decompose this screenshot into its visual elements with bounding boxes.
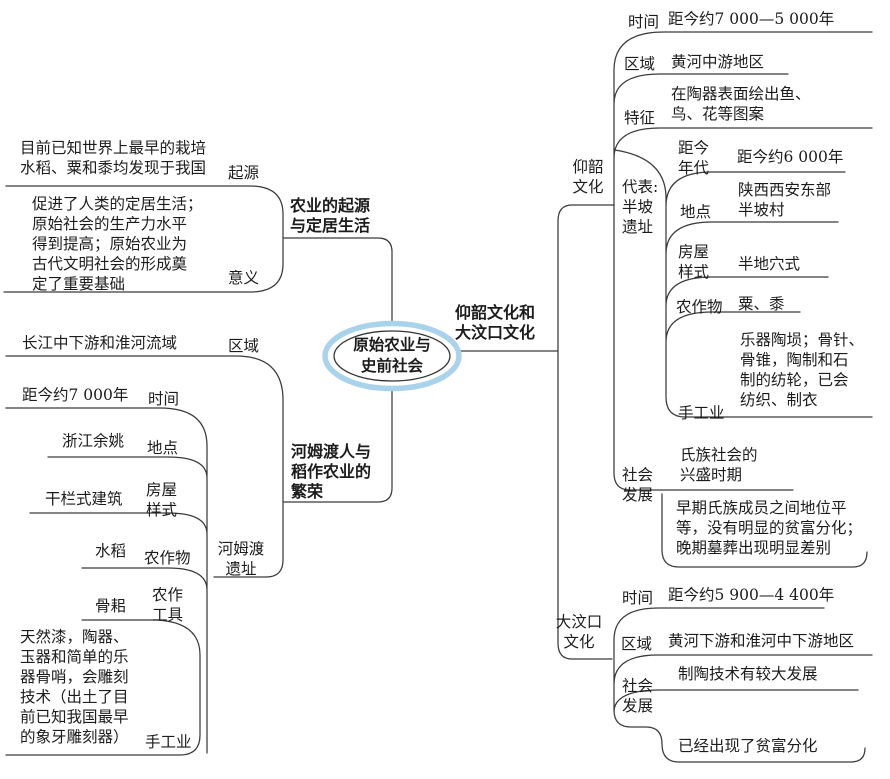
hemudu-branch-title: 河姆渡人与 稻作农业的 繁荣 [291,442,372,501]
banpo-house-label: 房屋 样式 [678,243,710,281]
yangshao-society-bracket [661,493,868,568]
meaning-label: 意义 [228,269,260,287]
banpo-age-label: 距今 年代 [678,139,710,177]
dawenkou-society-text2: 已经出现了贫富分化 [678,737,818,755]
banpo-age-text: 距今约6 000年 [737,148,844,166]
hemudu-house-label: 房屋 样式 [146,481,178,519]
yangshao-time-label: 时间 [628,13,660,31]
dawenkou-spine [613,607,873,763]
hemudu-tool-text: 骨耜 [95,597,127,615]
banpo-house-text: 半地穴式 [738,255,801,273]
hemudu-region-label: 区域 [228,337,260,355]
central-topic: 原始农业与 史前社会 [353,336,431,375]
cultures-branch-title: 仰韶文化和 大汶口文化 [455,303,536,342]
hemudu-house-text: 干栏式建筑 [45,490,123,508]
banpo-craft-label: 手工业 [678,404,725,422]
yangshao-label: 仰韶 文化 [572,158,604,196]
hemudu-crop-label: 农作物 [144,549,191,567]
central-ellipse-inner [333,330,451,382]
dawenkou-society-text1: 制陶技术有较大发展 [678,665,818,683]
hemudu-craft-text: 天然漆，陶器、 玉器和简单的乐 器骨哨，会雕刻 技术（出土了目 前已知我国最早 … [20,628,129,746]
hemudu-site-spine [5,407,208,756]
hemudu-tool-label: 农作 工具 [152,586,184,624]
dawenkou-region-text: 黄河下游和淮河中下游地区 [668,632,855,650]
meaning-text: 促进了人类的定居生活； 原始社会的生产力水平 得到提高；原始农业为 古代文明社会… [32,195,203,293]
yangshao-society-text1: 氏族社会的 兴盛时期 [680,446,758,484]
yangshao-region-text: 黄河中游地区 [671,53,765,71]
yangshao-society-label: 社会 发展 [622,466,654,504]
banpo-craft-text: 乐器陶埙；骨针、 骨锥，陶制和石 制的纺轮，已会 纺织、制衣 [740,331,865,409]
hemudu-branch [5,355,393,578]
dawenkou-time-text: 距今约5 900—4 400年 [668,586,835,604]
agriculture-branch-title: 农业的起源 与定居生活 [290,196,371,235]
banpo-crop-label: 农作物 [676,298,723,316]
central-ellipse-ring [322,320,462,392]
hemudu-place-text: 浙江余姚 [62,432,125,450]
banpo-place-text: 陕西西安东部 半坡村 [738,181,832,219]
yangshao-feature-label: 特征 [624,109,656,127]
banpo-spine [614,149,873,418]
hemudu-craft-label: 手工业 [145,733,192,751]
cultures-branch [458,204,615,660]
banpo-label: 代表: 半坡 遗址 [622,178,659,236]
origin-label: 起源 [228,164,260,182]
hemudu-region-text: 长江中下游和淮河流域 [22,334,178,352]
hemudu-crop-text: 水稻 [95,542,127,560]
dawenkou-label: 大汶口 文化 [555,613,603,651]
hemudu-time-label: 时间 [148,390,180,408]
yangshao-region-label: 区域 [624,55,656,73]
hemudu-site-label: 河姆渡 遗址 [217,540,265,578]
dawenkou-society-label: 社会 发展 [622,677,654,715]
dawenkou-time-label: 时间 [622,589,654,607]
hemudu-time-text: 距今约7 000年 [22,386,129,404]
dawenkou-region-label: 区域 [621,635,653,653]
banpo-place-label: 地点 [680,203,712,221]
banpo-crop-text: 粟、黍 [738,295,785,313]
origin-text: 目前已知世界上最早的栽培 水稻、粟和黍均发现于我国 [20,139,207,177]
hemudu-place-label: 地点 [147,439,179,457]
yangshao-society-text2: 早期氏族成员之间地位平 等，没有明显的贫富分化； 晚期墓葬出现明显差别 [676,499,863,557]
yangshao-feature-text: 在陶器表面绘出鱼、 鸟、花等图案 [671,85,811,123]
agriculture-bracket [3,185,393,324]
yangshao-time-text: 距今约7 000—5 000年 [668,10,835,28]
yangshao-spine [613,31,873,491]
